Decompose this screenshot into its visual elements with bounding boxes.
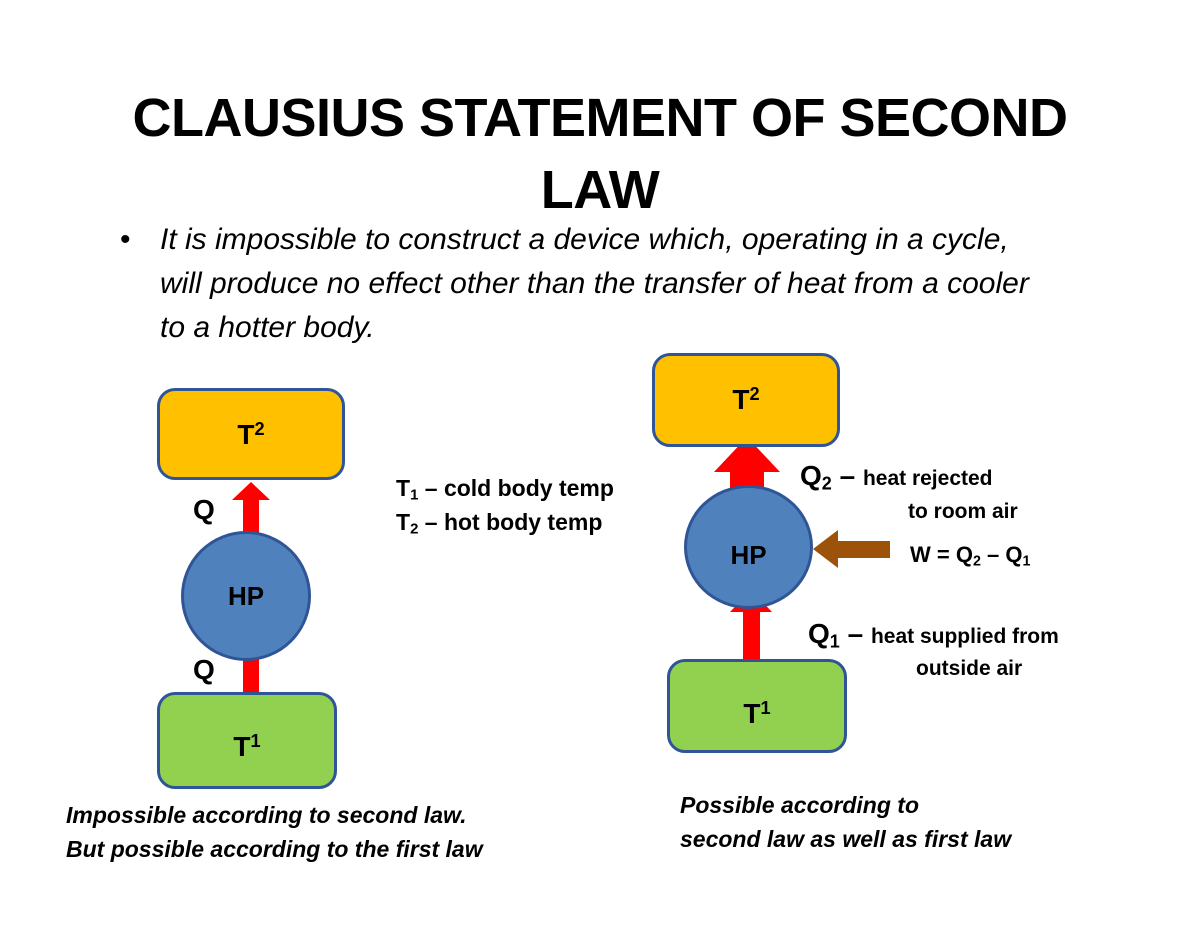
page-title: CLAUSIUS STATEMENT OF SECOND LAW <box>100 82 1100 226</box>
statement: • It is impossible to construct a device… <box>120 218 1050 350</box>
right-caption: Possible according to second law as well… <box>680 788 1011 856</box>
q1-text-2: outside air <box>916 657 1023 680</box>
left-q-top: Q <box>193 494 215 525</box>
right-caption-line-1: Possible according to <box>680 792 919 818</box>
work-input-arrow <box>813 530 890 568</box>
work-b: – Q <box>980 542 1023 567</box>
right-cold-sub: 1 <box>760 698 771 718</box>
legend-hot: T2 – hot body temp <box>396 509 602 538</box>
left-hot-sub: 2 <box>254 419 265 439</box>
title-line-1: CLAUSIUS STATEMENT OF SECOND <box>132 88 1068 148</box>
bullet-dot: • <box>120 223 131 256</box>
legend-cold-text: – cold body temp <box>418 475 614 501</box>
right-bottom-heat-arrow <box>730 590 772 677</box>
work-equation: W = Q2 – Q1 <box>910 542 1030 570</box>
left-top-heat-arrow <box>232 482 270 548</box>
q2-label: Q2 – heat rejected <box>800 460 993 495</box>
work-sub-2: 1 <box>1022 553 1031 570</box>
q2-sub: 2 <box>821 473 832 494</box>
left-caption-line-2: But possible according to the first law <box>66 836 483 862</box>
q2-dash: – <box>831 460 863 491</box>
left-q-bottom: Q <box>193 654 215 685</box>
legend-cold-sub: 1 <box>410 486 419 504</box>
q1-text: heat supplied from <box>870 625 1059 648</box>
work-sub-1: 2 <box>972 553 981 570</box>
left-caption: Impossible according to second law. But … <box>66 798 483 866</box>
right-caption-line-2: second law as well as first law <box>680 826 1012 852</box>
left-hot-label: T <box>237 419 255 450</box>
left-bottom-heat-arrow <box>232 633 270 718</box>
left-pump-label: HP <box>227 580 265 611</box>
left-caption-line-1: Impossible according to second law. <box>66 802 467 828</box>
q1-label: Q1 – heat supplied from <box>808 618 1059 653</box>
work-a: W = Q <box>910 542 973 567</box>
legend-hot-sym: T <box>396 509 411 535</box>
legend-hot-text: – hot body temp <box>418 509 603 535</box>
q1-sub: 1 <box>829 631 840 652</box>
title-line-2: LAW <box>540 160 660 220</box>
left-heat-pump: HP <box>181 531 311 661</box>
right-hot-sub: 2 <box>749 384 760 404</box>
right-hot-label: T <box>732 384 750 415</box>
q1-sym: Q <box>808 618 830 649</box>
q2-sym: Q <box>800 460 822 491</box>
right-heat-pump: HP <box>684 485 813 609</box>
q2-text: heat rejected <box>862 467 993 490</box>
left-cold-sub: 1 <box>250 731 261 751</box>
legend-cold-sym: T <box>396 475 411 501</box>
q2-text-2: to room air <box>908 500 1018 523</box>
right-pump-label: HP <box>730 540 767 570</box>
statement-text: It is impossible to construct a device w… <box>160 223 1029 344</box>
right-cold-label: T <box>743 698 761 729</box>
q1-dash: – <box>839 618 871 649</box>
legend-cold: T1 – cold body temp <box>396 475 614 504</box>
legend-hot-sub: 2 <box>410 520 419 538</box>
left-cold-label: T <box>233 731 251 762</box>
